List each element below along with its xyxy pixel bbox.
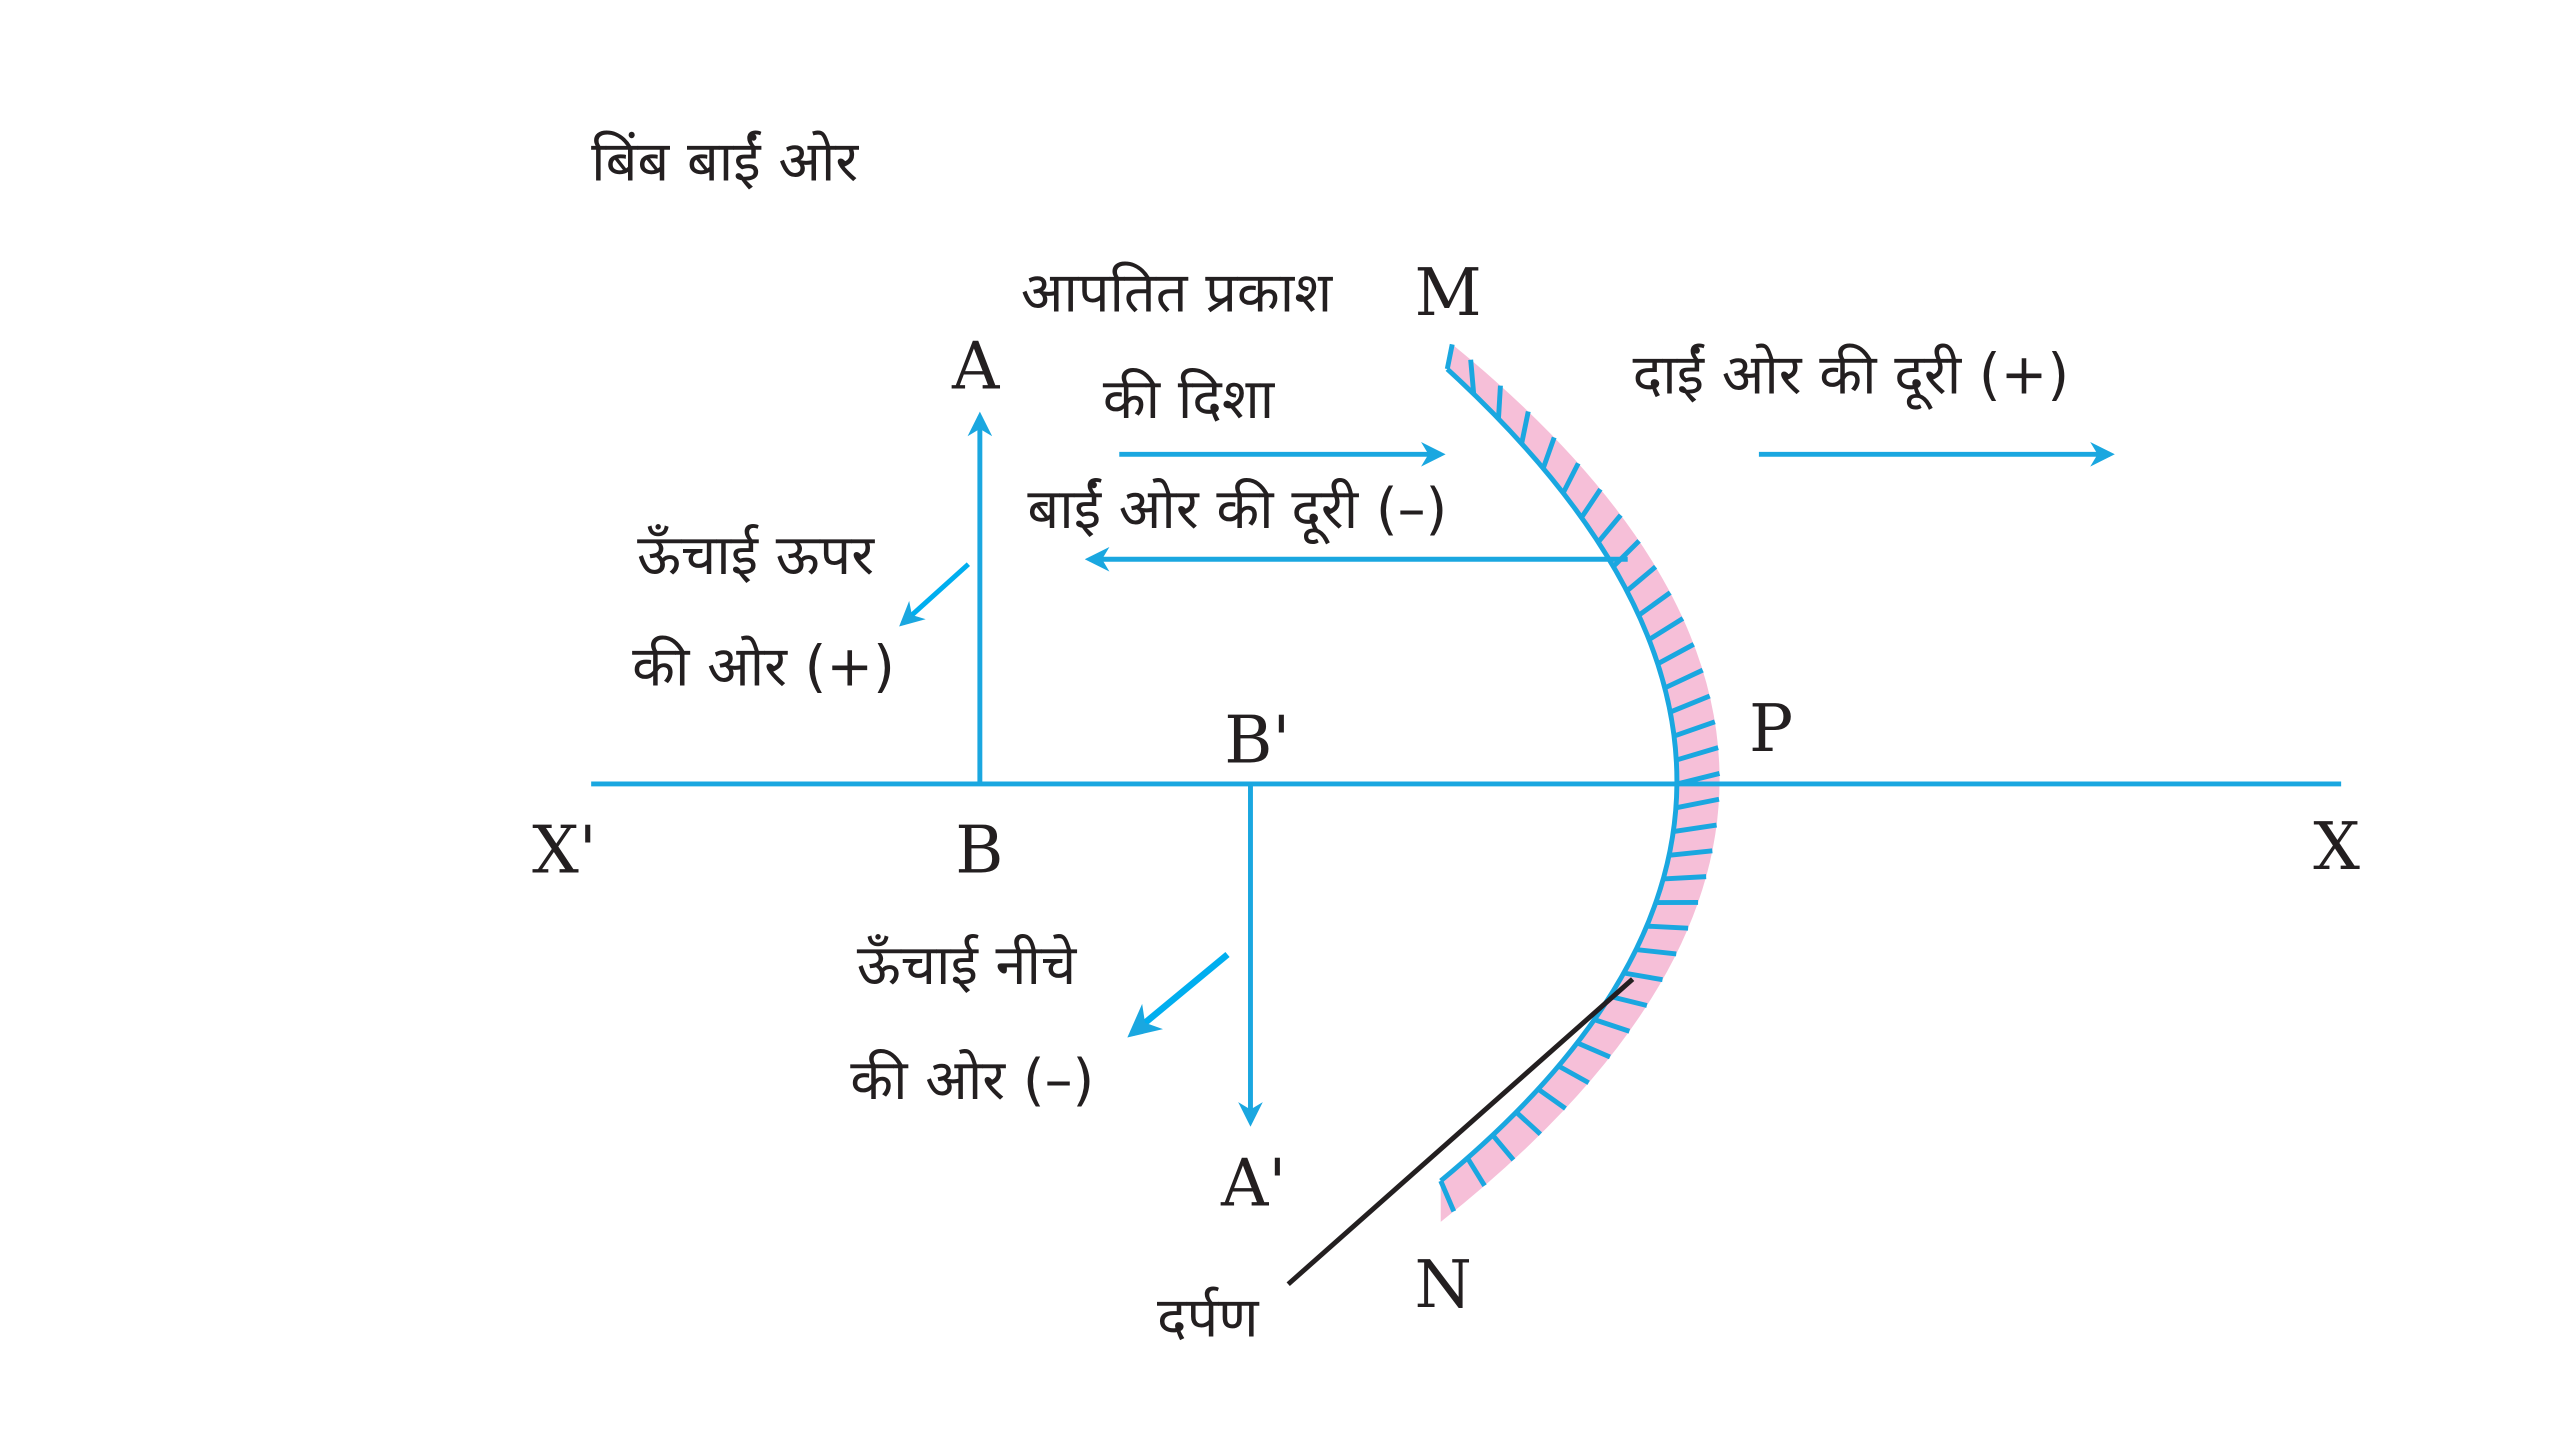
incident-light-label: आपतित प्रकाश xyxy=(1021,261,1333,326)
mirror-hatch-line xyxy=(1468,359,1477,395)
mirror-hatch-line xyxy=(1438,1179,1457,1213)
mirror-hatch-line xyxy=(1646,923,1689,931)
mirror-hatch-line xyxy=(1560,462,1581,495)
point-N-label: N xyxy=(1414,1247,1471,1323)
mirror-hatch-line xyxy=(1609,993,1648,1008)
point-X-label: X xyxy=(2313,809,2360,885)
point-A-prime-label: A' xyxy=(1220,1145,1286,1221)
mirror-hatch-line xyxy=(1596,513,1623,544)
direction-label: की दिशा xyxy=(1103,367,1276,432)
left-distance-label: बाईं ओर की दूरी (–) xyxy=(1027,477,1447,545)
point-P-label: P xyxy=(1749,691,1793,767)
mirror-hatch-line xyxy=(1519,411,1531,445)
mirror-hatch-line xyxy=(1579,487,1603,519)
mirror-hatch-line xyxy=(1656,642,1695,666)
mirror-hatch-line xyxy=(1669,693,1711,715)
mirror-hatch-line xyxy=(1637,590,1672,618)
mirror-hatch-line xyxy=(1496,385,1503,419)
mirror-hatch-line xyxy=(1675,796,1720,811)
mirror-hatch-line xyxy=(1663,667,1704,691)
point-B-label: B xyxy=(955,813,1003,889)
mirror-hatch-line xyxy=(1672,822,1717,835)
height-up-label-line2: की ओर (+) xyxy=(632,635,895,700)
mirror-hatch-line xyxy=(1673,719,1716,739)
mirror-hatch-line xyxy=(1576,1040,1611,1060)
point-M-label: M xyxy=(1414,255,1481,331)
mirror-hatch-line xyxy=(1465,1156,1487,1187)
mirror-backing xyxy=(1440,344,1720,1222)
mirror-hatch-line xyxy=(1663,874,1707,882)
height-up-label-line1: ऊँचाई ऊपर xyxy=(637,523,875,588)
mirror-hatch-line xyxy=(1668,848,1713,858)
point-X-prime-label: X' xyxy=(532,813,597,889)
height-up-pointer-arrow xyxy=(899,562,971,627)
mirror-hatch-line xyxy=(1647,616,1685,642)
mirror-hatch-line xyxy=(1593,1017,1631,1034)
height-down-label-line2: की ओर (–) xyxy=(850,1048,1094,1113)
point-B-prime-label: B' xyxy=(1224,703,1290,779)
mirror-hatch-line xyxy=(1536,1087,1567,1111)
height-down-label-line1: ऊँचाई नीचे xyxy=(857,933,1078,998)
mirror-hatch-line xyxy=(1635,947,1677,957)
height-down-pointer-arrow xyxy=(1127,952,1230,1038)
mirror-hatch-line xyxy=(1625,564,1658,593)
mirror-hatch-line xyxy=(1490,1133,1516,1162)
mirror-surface xyxy=(1439,367,1680,1183)
mirror-hatch-line xyxy=(1675,745,1719,763)
mirror-label: दर्पण xyxy=(1157,1286,1260,1351)
right-distance-label: दाईं ओर की दूरी (+) xyxy=(1633,343,2069,411)
mirror-hatch-line xyxy=(1540,436,1557,470)
mirror-hatch-line xyxy=(1611,539,1641,569)
mirror-hatch-line xyxy=(1623,970,1663,983)
mirror-pointer-line xyxy=(1286,977,1635,1287)
mirror-hatch-line xyxy=(1514,1110,1543,1137)
mirror-hatch-line xyxy=(1444,343,1455,370)
object-left-label: बिंब बाईं ओर xyxy=(591,129,859,194)
mirror-hatch-line xyxy=(1557,1063,1590,1085)
point-A-label: A xyxy=(951,329,1001,405)
